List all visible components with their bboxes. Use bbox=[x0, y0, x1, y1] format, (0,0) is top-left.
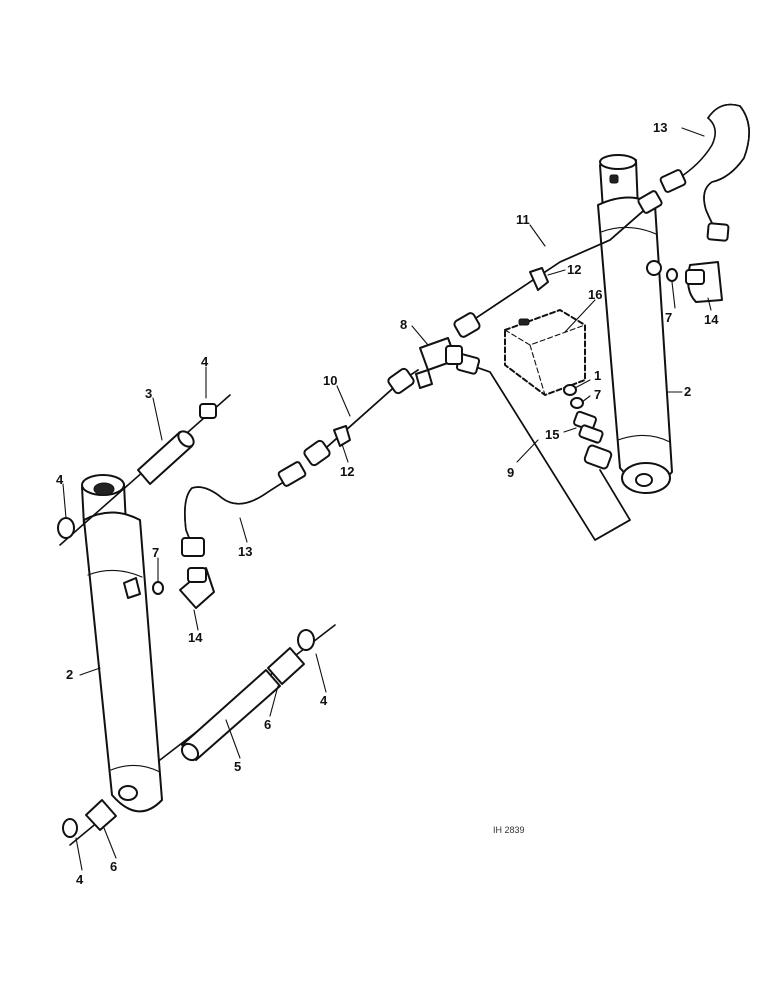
tube-11 bbox=[453, 190, 663, 338]
callout-7-right: 7 bbox=[665, 310, 672, 325]
right-hydraulic-cylinder bbox=[597, 154, 673, 494]
leader-lines bbox=[62, 127, 712, 871]
valve-fittings bbox=[563, 384, 613, 470]
clip-12-upper bbox=[529, 267, 549, 291]
callout-7-left: 7 bbox=[152, 545, 159, 560]
left-hydraulic-cylinder bbox=[81, 474, 163, 813]
callout-1: 1 bbox=[594, 368, 601, 383]
callout-14-right: 14 bbox=[704, 312, 719, 327]
callout-8: 8 bbox=[400, 317, 407, 332]
callout-9: 9 bbox=[507, 465, 514, 480]
callout-13-lower: 13 bbox=[238, 544, 252, 559]
elbow-fitting-right bbox=[666, 261, 723, 303]
callout-labels: 13 11 12 16 7 14 8 1 7 2 10 15 3 4 12 9 … bbox=[56, 120, 719, 887]
callout-4-upper: 4 bbox=[201, 354, 209, 369]
callout-4-left: 4 bbox=[56, 472, 64, 487]
clip-12-lower bbox=[333, 425, 351, 447]
callout-2-right: 2 bbox=[684, 384, 691, 399]
callout-14-left: 14 bbox=[188, 630, 203, 645]
drawing-code: IH 2839 bbox=[493, 825, 525, 835]
elbow-fitting-left bbox=[152, 567, 215, 609]
lower-hydraulic-hose bbox=[181, 461, 307, 557]
callout-7-valve: 7 bbox=[594, 387, 601, 402]
callout-4-lower-right: 4 bbox=[320, 693, 328, 708]
callout-3: 3 bbox=[145, 386, 152, 401]
callout-6-right: 6 bbox=[264, 717, 271, 732]
callout-12-lower: 12 bbox=[340, 464, 354, 479]
upper-hydraulic-hose bbox=[659, 103, 750, 242]
pin-5-lower bbox=[159, 624, 336, 762]
callout-5: 5 bbox=[234, 759, 241, 774]
callout-11: 11 bbox=[516, 212, 530, 227]
retainer-ring-4-upper-left bbox=[57, 517, 75, 539]
callout-15: 15 bbox=[545, 427, 559, 442]
tee-fitting-8 bbox=[415, 337, 463, 389]
callout-16: 16 bbox=[588, 287, 602, 302]
callout-4-lower-left: 4 bbox=[76, 872, 84, 887]
callout-10: 10 bbox=[323, 373, 337, 388]
callout-13-upper: 13 bbox=[653, 120, 667, 135]
callout-12-upper: 12 bbox=[567, 262, 581, 277]
callout-2-left: 2 bbox=[66, 667, 73, 682]
callout-6-left: 6 bbox=[110, 859, 117, 874]
tube-10 bbox=[303, 367, 419, 467]
pin-3-upper bbox=[59, 394, 231, 546]
